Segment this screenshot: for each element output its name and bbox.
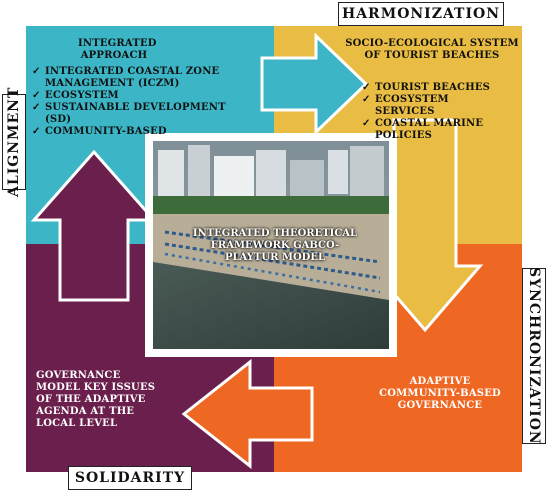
arrow-right-blue: [260, 32, 369, 136]
label-alignment: ALIGNMENT: [2, 87, 26, 197]
yellow-item-beaches: TOURIST BEACHES: [362, 82, 512, 94]
yellow-panel-list: TOURIST BEACHES ECOSYSTEM SERVICES COAST…: [362, 82, 512, 142]
center-title: INTEGRATED THEORETICAL FRAMEWORK GABCO-P…: [192, 228, 358, 263]
label-synchronization: SYNCHRONIZATION: [522, 267, 546, 445]
center-photo: [145, 133, 397, 357]
blue-item-ecosystem: ECOSYSTEM: [32, 90, 232, 102]
orange-panel-text: ADAPTIVE COMMUNITY-BASED GOVERNANCE: [379, 376, 501, 411]
arrow-left-orange: [181, 358, 314, 470]
label-harmonization: HARMONIZATION: [338, 2, 504, 26]
blue-item-iczm: INTEGRATED COASTAL ZONE MANAGEMENT (ICZM…: [32, 66, 232, 90]
yellow-panel-title: SOCIO-ECOLOGICAL SYSTEM OF TOURIST BEACH…: [345, 38, 519, 61]
yellow-item-policies: COASTAL MARINE POLICIES: [362, 118, 512, 142]
blue-panel-list: INTEGRATED COASTAL ZONE MANAGEMENT (ICZM…: [32, 66, 232, 138]
arrow-up-purple: [30, 149, 158, 302]
purple-panel-text: GOVERNANCE MODEL KEY ISSUES OF THE ADAPT…: [36, 370, 156, 429]
blue-item-sd: SUSTAINABLE DEVELOPMENT (SD): [32, 102, 232, 126]
label-solidarity: SOLIDARITY: [68, 466, 192, 490]
blue-item-community: COMMUNITY-BASED: [32, 126, 232, 138]
yellow-item-services: ECOSYSTEM SERVICES: [362, 94, 512, 118]
blue-panel-title: INTEGRATED APPROACH: [78, 38, 157, 61]
